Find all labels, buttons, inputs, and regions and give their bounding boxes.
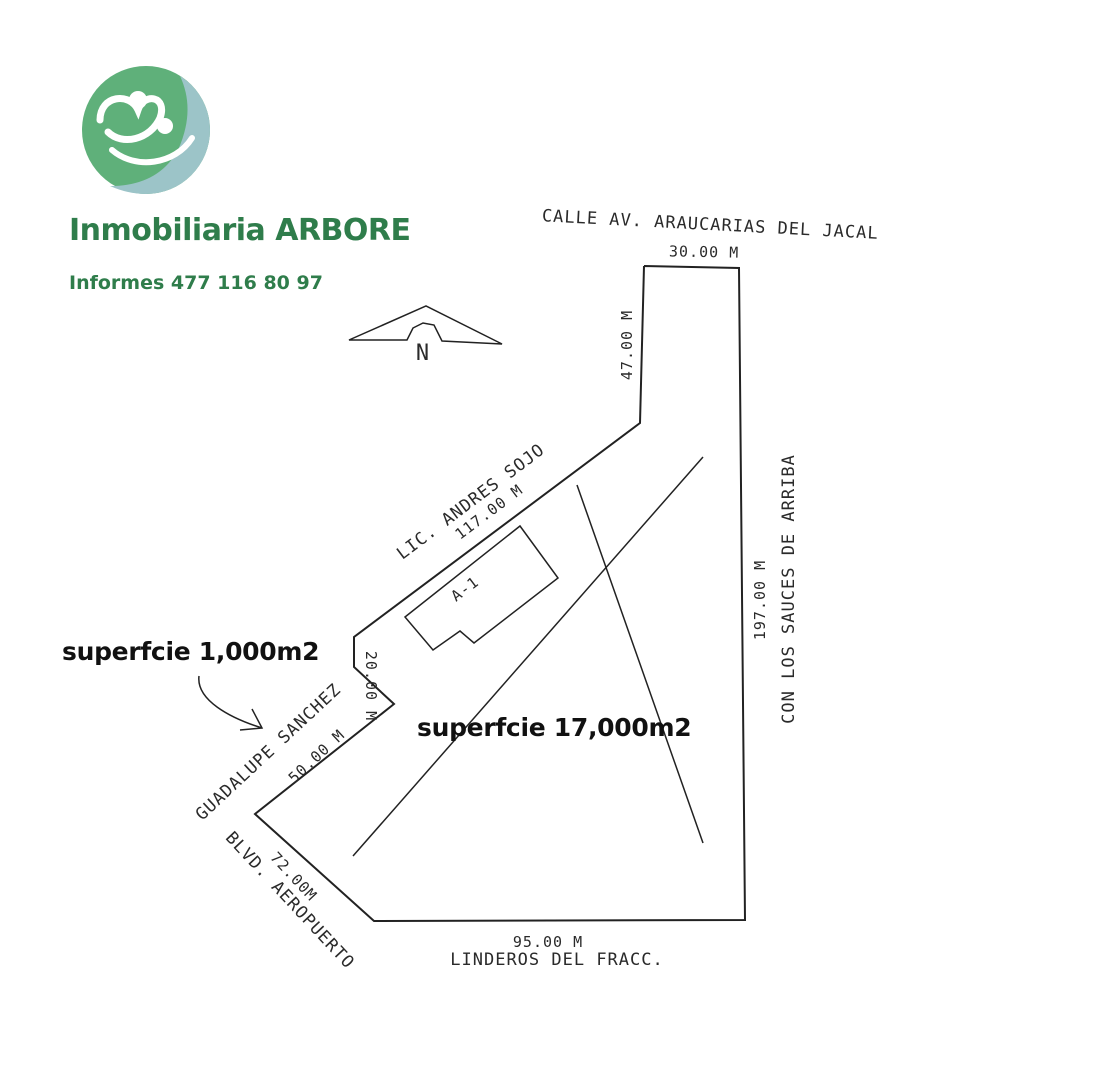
callout-arrow-icon (198, 675, 263, 729)
north-label: N (416, 341, 430, 366)
internal-diagonal-1 (352, 456, 704, 857)
callout-arrowhead-icon (239, 708, 264, 731)
left-upper-length: 47.00 M (618, 310, 636, 380)
north-arrow-icon: N (348, 305, 503, 366)
street-top-length: 30.00 M (669, 242, 740, 261)
arbore-logo (82, 66, 210, 194)
brand-phone: Informes 477 116 80 97 (69, 272, 323, 294)
area-small-label: superfcie 1,000m2 (62, 637, 319, 666)
area-large-label: superfcie 17,000m2 (417, 713, 691, 742)
right-length: 197.00 M (751, 560, 769, 640)
street-blvd-name: BLVD. AEROPUERTO (221, 828, 358, 973)
street-top-name: CALLE AV. ARAUCARIAS DEL JACAL (541, 206, 879, 244)
property-boundary (253, 265, 747, 923)
street-diagonal-name: LIC. ANDRES SOJO (393, 440, 549, 564)
street-bottom-name: LINDEROS DEL FRACC. (450, 950, 663, 970)
street-right-name: CON LOS SAUCES DE ARRIBA (779, 454, 799, 724)
brand-name: Inmobiliaria ARBORE (69, 213, 411, 248)
lot-a1-outline (403, 524, 560, 652)
lot-a1-label: A-1 (448, 573, 483, 605)
bottom-length: 95.00 M (513, 933, 583, 951)
internal-diagonal-2 (576, 484, 704, 844)
step-length: 20.00 M (362, 651, 380, 721)
